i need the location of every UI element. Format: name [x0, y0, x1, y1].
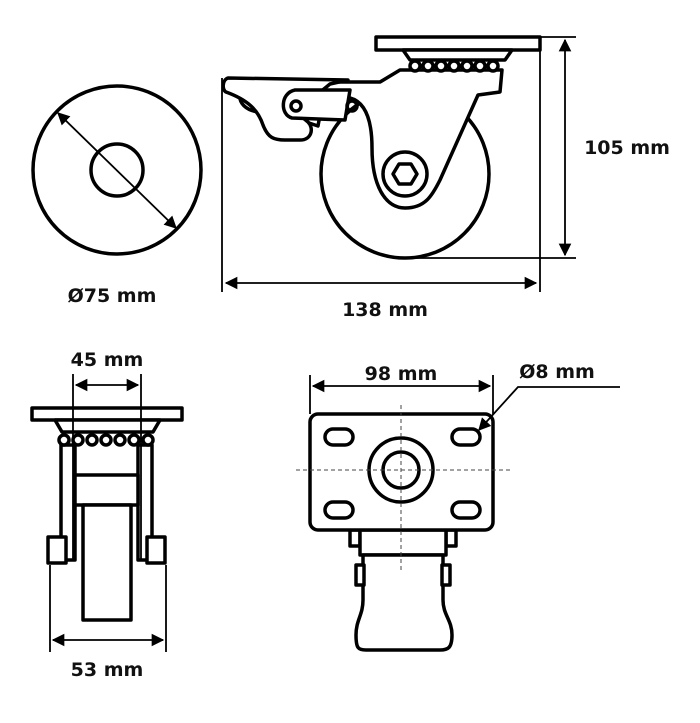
- height-label: 105 mm: [584, 137, 670, 159]
- caster-front-view: 45 mm 53 mm: [30, 349, 184, 681]
- inner-width-label: 45 mm: [71, 349, 144, 371]
- wheel-face-view: Ø75 mm: [31, 84, 203, 307]
- caster-top-view: 98 mm Ø8 mm: [296, 361, 620, 652]
- length-label: 138 mm: [342, 299, 428, 321]
- hole-diameter-label: Ø8 mm: [519, 361, 595, 383]
- hole-leader-arrow: [478, 386, 620, 431]
- wheel-diameter-label: Ø75 mm: [68, 285, 157, 307]
- outer-width-label: 53 mm: [71, 659, 144, 681]
- plate-width-label: 98 mm: [365, 363, 438, 385]
- bearing-balls: [408, 59, 500, 73]
- diameter-arrow: [57, 112, 177, 229]
- caster-side-view: 138 mm 105 mm: [221, 35, 670, 321]
